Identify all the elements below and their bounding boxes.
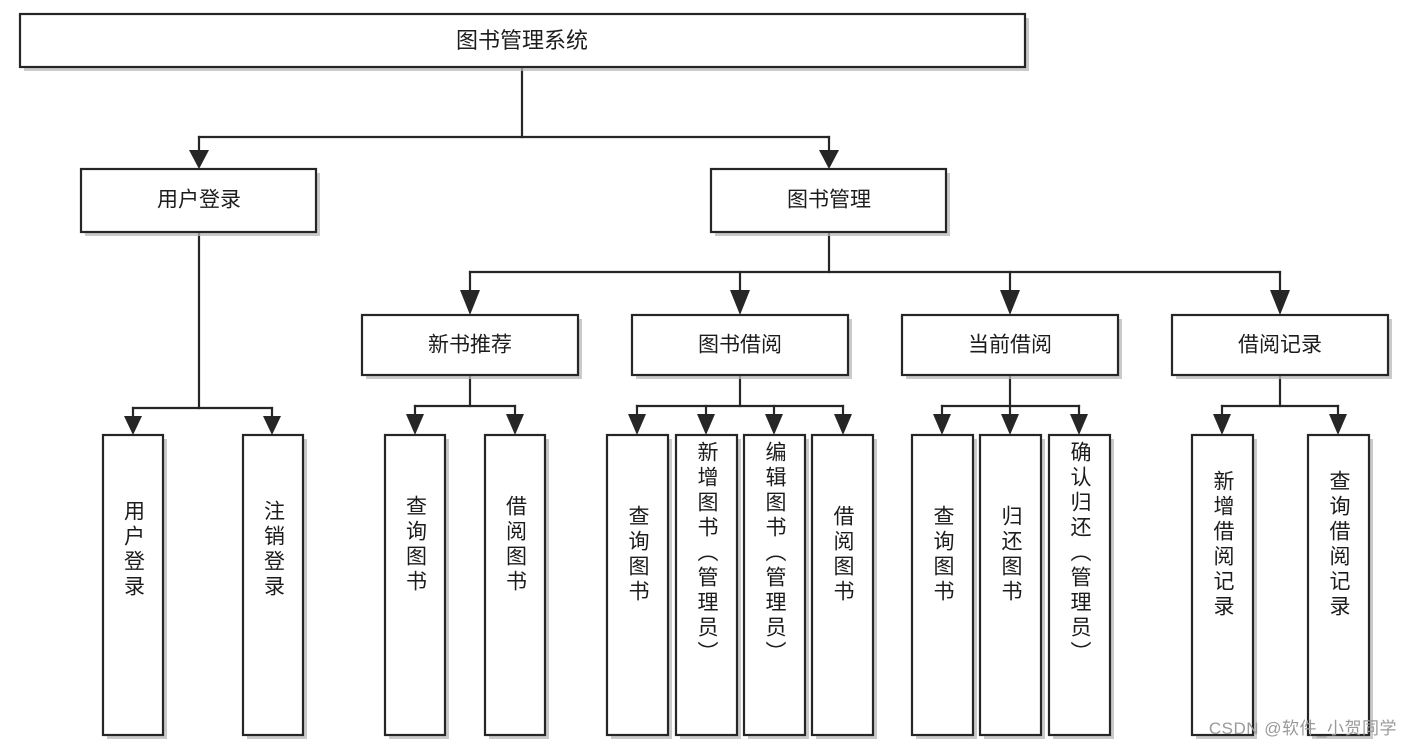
arrow-head-bb-leaf1 <box>628 414 646 435</box>
arrow-head-nb-leaf2 <box>506 414 524 435</box>
node-leaf-cb-return-book[interactable] <box>978 433 1043 737</box>
node-leaf-user-login[interactable] <box>101 433 165 737</box>
node-layer: 图书管理系统 用户登录 图书管理 新书推荐 图书借阅 当前借阅 借阅记录 <box>18 12 1392 739</box>
node-book-manage-label: 图书管理 <box>787 189 871 212</box>
node-book-borrow-label: 图书借阅 <box>698 334 782 357</box>
node-root[interactable] <box>18 12 1027 69</box>
node-current-borrow[interactable] <box>900 313 1120 377</box>
node-leaf-bb-query-book[interactable] <box>605 433 670 737</box>
arrow-head-current-borrow <box>1000 290 1020 315</box>
node-leaf-nb-borrow-book[interactable] <box>483 433 547 737</box>
node-root-label: 图书管理系统 <box>456 28 588 53</box>
watermark-text: CSDN @软件_小贺同学 <box>1208 719 1397 738</box>
node-user-login-label: 用户登录 <box>157 189 241 212</box>
node-new-book-recommend[interactable] <box>360 313 580 377</box>
arrow-head-leaf-user-login <box>124 416 142 435</box>
node-leaf-nb-query-book[interactable] <box>383 433 447 737</box>
node-leaf-cb-query-book[interactable] <box>910 433 975 737</box>
node-leaf-bb-edit-book[interactable] <box>742 433 807 737</box>
node-borrow-record[interactable] <box>1170 313 1390 377</box>
arrow-head-nb-leaf1 <box>406 414 424 435</box>
node-leaf-bb-borrow-book[interactable] <box>810 433 875 737</box>
arrow-head-bb-leaf4 <box>834 414 852 435</box>
arrow-head-leaf-logout <box>263 416 281 435</box>
arrow-head-br-leaf2 <box>1329 414 1347 435</box>
node-leaf-cb-confirm-return[interactable] <box>1047 433 1112 737</box>
arrow-head-bb-leaf2 <box>697 414 715 435</box>
arrow-head-book-borrow <box>730 290 750 315</box>
arrow-head-bb-leaf3 <box>765 414 783 435</box>
arrow-head-borrow-record <box>1270 290 1290 315</box>
node-current-borrow-label: 当前借阅 <box>968 334 1052 357</box>
node-leaf-bb-add-book[interactable] <box>674 433 739 737</box>
arrow-head-user-login <box>189 150 209 169</box>
node-book-borrow[interactable] <box>630 313 850 377</box>
arrow-head-cb-leaf3 <box>1070 414 1088 435</box>
arrow-head-br-leaf1 <box>1213 414 1231 435</box>
arrow-head-new-book <box>460 290 480 315</box>
node-borrow-record-label: 借阅记录 <box>1238 334 1322 357</box>
node-book-manage[interactable] <box>709 167 948 234</box>
node-user-login[interactable] <box>79 167 318 234</box>
arrow-head-cb-leaf1 <box>933 414 951 435</box>
node-leaf-br-query-record[interactable] <box>1306 433 1371 737</box>
arrow-head-book-manage <box>819 150 839 169</box>
connector-layer <box>124 65 1347 435</box>
node-new-book-recommend-label: 新书推荐 <box>428 334 512 357</box>
node-leaf-br-add-record[interactable] <box>1190 433 1255 737</box>
node-leaf-logout[interactable] <box>241 433 305 737</box>
arrow-head-cb-leaf2 <box>1001 414 1019 435</box>
